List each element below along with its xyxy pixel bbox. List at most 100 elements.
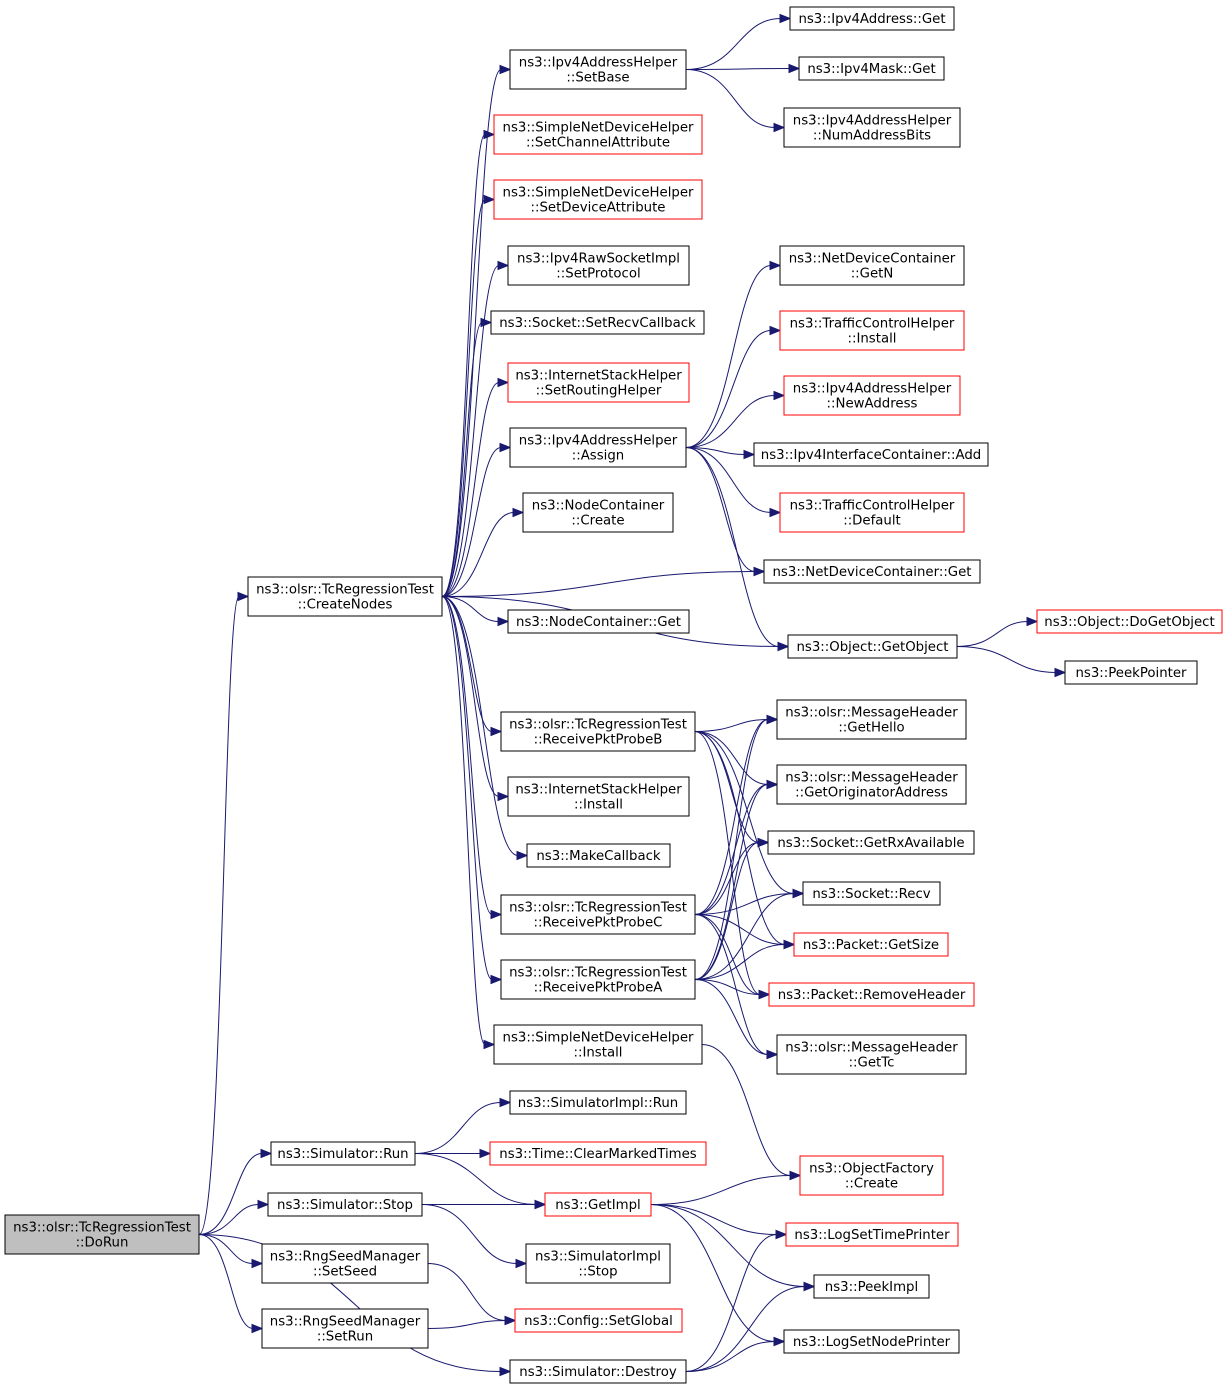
node-tchInstall[interactable]: ns3::TrafficControlHelper::Install (779, 310, 965, 351)
node-label: ns3::RngSeedManager (270, 1250, 421, 1265)
call-edge-line (685, 68, 791, 70)
call-edge-line (956, 646, 1057, 673)
node-peekImpl[interactable]: ns3::PeekImpl (813, 1274, 930, 1299)
node-box (779, 245, 965, 286)
node-ipv4AddrGet[interactable]: ns3::Ipv4Address::Get (789, 6, 955, 31)
edge-createNodes-to-nodeContGet (441, 596, 510, 627)
node-getRxAvail[interactable]: ns3::Socket::GetRxAvailable (767, 830, 975, 855)
edge-doRun-to-simStop (198, 1199, 270, 1235)
node-recvProbeB[interactable]: ns3::olsr::TcRegressionTest::ReceivePktP… (500, 711, 696, 752)
arrowhead-icon (773, 1336, 786, 1347)
node-box (493, 114, 703, 155)
node-logSetNode[interactable]: ns3::LogSetNodePrinter (783, 1329, 960, 1354)
node-recvProbeC[interactable]: ns3::olsr::TcRegressionTest::ReceivePktP… (500, 894, 696, 935)
node-simRun[interactable]: ns3::Simulator::Run (270, 1141, 416, 1166)
call-edge-line (421, 1204, 518, 1264)
edge-recvProbeA-to-socketRecv (694, 888, 805, 980)
node-pktRemoveHeader[interactable]: ns3::Packet::RemoveHeader (768, 982, 975, 1007)
node-simStop[interactable]: ns3::Simulator::Stop (267, 1192, 423, 1217)
arrowhead-icon (766, 779, 779, 790)
node-label: ns3::SimpleNetDeviceHelper (503, 1031, 694, 1046)
call-edge-line (441, 447, 502, 597)
node-nodeContCreate[interactable]: ns3::NodeContainer::Create (522, 492, 674, 533)
node-setRecvCallback[interactable]: ns3::Socket::SetRecvCallback (490, 310, 705, 335)
node-numAddrBits[interactable]: ns3::Ipv4AddressHelper::NumAddressBits (783, 107, 961, 148)
node-ipv4SetBase[interactable]: ns3::Ipv4AddressHelper::SetBase (509, 49, 687, 90)
node-setSeed[interactable]: ns3::RngSeedManager::SetSeed (261, 1243, 429, 1284)
node-simImplStop[interactable]: ns3::SimulatorImpl::Stop (525, 1243, 671, 1284)
node-setRun[interactable]: ns3::RngSeedManager::SetRun (261, 1308, 429, 1349)
node-ifaceAdd[interactable]: ns3::Ipv4InterfaceContainer::Add (753, 442, 989, 467)
edge-createNodes-to-recvProbeA (441, 596, 503, 985)
arrowhead-icon (479, 1148, 492, 1159)
node-label: ns3::olsr::TcRegressionTest (509, 966, 687, 981)
arrowhead-icon (490, 909, 503, 920)
node-getOrigAddr[interactable]: ns3::olsr::MessageHeader::GetOriginatorA… (776, 764, 967, 805)
node-box (793, 932, 949, 957)
node-label: ::NumAddressBits (813, 129, 931, 144)
edge-simDestroy-to-peekImpl (685, 1281, 816, 1372)
node-ipv4MaskGet[interactable]: ns3::Ipv4Mask::Get (798, 56, 945, 81)
node-newAddress[interactable]: ns3::Ipv4AddressHelper::NewAddress (783, 375, 961, 416)
node-getTc[interactable]: ns3::olsr::MessageHeader::GetTc (776, 1034, 967, 1075)
node-inetInstall[interactable]: ns3::InternetStackHelper::Install (507, 776, 690, 817)
node-getImpl[interactable]: ns3::GetImpl (544, 1192, 652, 1217)
node-peekPointer[interactable]: ns3::PeekPointer (1064, 660, 1198, 685)
node-getObject[interactable]: ns3::Object::GetObject (787, 634, 958, 659)
edge-getImpl-to-logSetNode (650, 1204, 786, 1347)
node-setRoutingHelper[interactable]: ns3::InternetStackHelper::SetRoutingHelp… (507, 362, 690, 403)
call-edge-line (441, 382, 500, 597)
arrowhead-icon (1026, 616, 1039, 627)
node-box (753, 442, 989, 467)
arrowhead-icon (773, 122, 786, 133)
call-edge-line (685, 1286, 806, 1372)
node-ndcGet[interactable]: ns3::NetDeviceContainer::Get (763, 559, 981, 584)
node-makeCallback[interactable]: ns3::MakeCallback (526, 843, 671, 868)
arrowhead-icon (499, 1366, 512, 1377)
node-setProtocol[interactable]: ns3::Ipv4RawSocketImpl::SetProtocol (507, 245, 690, 286)
node-objFactCreate[interactable]: ns3::ObjectFactory::Create (799, 1155, 944, 1196)
node-simImplRun[interactable]: ns3::SimulatorImpl::Run (509, 1090, 687, 1115)
node-nodeContGet[interactable]: ns3::NodeContainer::Get (507, 609, 690, 634)
node-logSetTime[interactable]: ns3::LogSetTimePrinter (785, 1222, 959, 1247)
node-box (500, 959, 696, 1000)
node-setDeviceAttr[interactable]: ns3::SimpleNetDeviceHelper::SetDeviceAtt… (493, 179, 703, 220)
node-ndcGetN[interactable]: ns3::NetDeviceContainer::GetN (779, 245, 965, 286)
node-label: ::Create (845, 1177, 898, 1192)
edge-ipv4SetBase-to-ipv4AddrGet (685, 13, 792, 70)
node-recvProbeA[interactable]: ns3::olsr::TcRegressionTest::ReceivePktP… (500, 959, 696, 1000)
node-ipv4Assign[interactable]: ns3::Ipv4AddressHelper::Assign (509, 427, 687, 468)
call-edge-line (694, 914, 769, 1055)
node-label: ns3::SimpleNetDeviceHelper (503, 186, 694, 201)
node-getHello[interactable]: ns3::olsr::MessageHeader::GetHello (776, 699, 967, 740)
call-edge-line (685, 447, 756, 572)
node-label: ns3::Simulator::Stop (277, 1198, 413, 1213)
node-socketRecv[interactable]: ns3::Socket::Recv (802, 881, 941, 906)
call-edge-line (441, 322, 483, 597)
node-label: ns3::Ipv4Address::Get (798, 12, 945, 27)
edge-createNodes-to-makeCallback (441, 596, 529, 861)
node-box (783, 1329, 960, 1354)
node-createNodes[interactable]: ns3::olsr::TcRegressionTest::CreateNodes (247, 576, 443, 617)
node-simDestroy[interactable]: ns3::Simulator::Destroy (509, 1359, 687, 1384)
call-edge-line (694, 944, 786, 980)
arrowhead-icon (789, 1170, 802, 1181)
node-tchDefault[interactable]: ns3::TrafficControlHelper::Default (779, 492, 965, 533)
edge-recvProbeA-to-getRxAvail (694, 837, 770, 980)
edge-simStop-to-getImpl (421, 1199, 547, 1210)
edge-ipv4SetBase-to-numAddrBits (685, 69, 786, 133)
edge-createNodes-to-recvProbeC (441, 596, 503, 920)
arrowhead-icon (769, 507, 782, 518)
node-doRun[interactable]: ns3::olsr::TcRegressionTest::DoRun (4, 1214, 200, 1255)
edge-simRun-to-clearMarked (414, 1148, 492, 1159)
node-setChannelAttr[interactable]: ns3::SimpleNetDeviceHelper::SetChannelAt… (493, 114, 703, 155)
edge-ipv4SetBase-to-ipv4MaskGet (685, 63, 801, 74)
node-configSetGlobal[interactable]: ns3::Config::SetGlobal (514, 1308, 683, 1333)
node-label: ns3::SimulatorImpl (535, 1250, 661, 1265)
node-box (509, 49, 687, 90)
node-label: ns3::Ipv4Mask::Get (807, 62, 935, 77)
node-doGetObject[interactable]: ns3::Object::DoGetObject (1036, 609, 1223, 634)
node-snInstall[interactable]: ns3::SimpleNetDeviceHelper::Install (493, 1024, 703, 1065)
node-pktGetSize[interactable]: ns3::Packet::GetSize (793, 932, 949, 957)
node-clearMarked[interactable]: ns3::Time::ClearMarkedTimes (489, 1141, 707, 1166)
